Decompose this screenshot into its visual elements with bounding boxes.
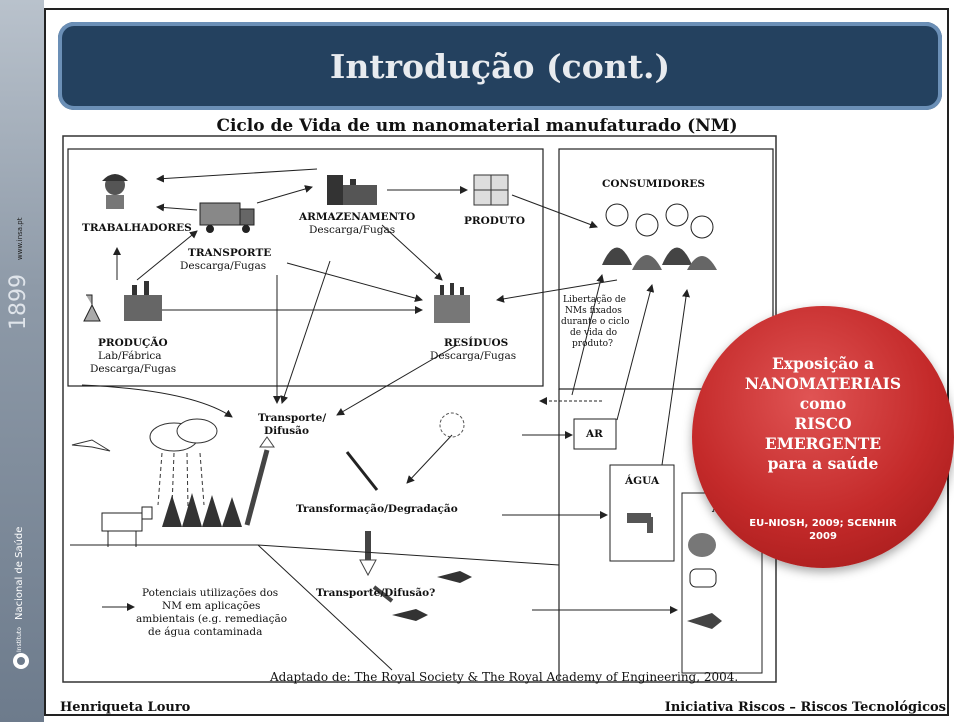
label-transporte-difusao-1: Transporte/ xyxy=(258,412,327,424)
label-libertacao-1: Libertação de xyxy=(563,295,626,305)
label-trabalhadores: TRABALHADORES xyxy=(82,222,192,234)
slide-title: Introdução (cont.) xyxy=(329,46,671,86)
cloud-rain-icon xyxy=(149,418,218,508)
bubble-line-2: NANOMATERIAIS xyxy=(744,374,902,393)
fish-icon xyxy=(437,571,472,583)
faucet-icon xyxy=(627,513,653,533)
food-icons xyxy=(687,533,722,629)
consumers-people-icon xyxy=(602,203,717,270)
slide-frame xyxy=(44,8,949,716)
diagram-graphics xyxy=(62,135,777,683)
label-transporte: TRANSPORTE xyxy=(188,247,272,259)
life-cycle-diagram: TRABALHADORES TRANSPORTE Descarga/Fugas … xyxy=(62,135,777,683)
label-producao-l3: Descarga/Fugas xyxy=(90,363,177,375)
label-transporte-difusao-q: Transporte/Difusão? xyxy=(316,587,436,599)
sidebar-year: 1899 xyxy=(6,274,31,330)
ar-box xyxy=(573,418,617,450)
institute-logo-icon xyxy=(13,653,29,669)
label-potenciais-3: ambientais (e.g. remediação xyxy=(136,613,288,625)
label-libertacao-3: durante o ciclo xyxy=(561,317,630,327)
label-potenciais-2: NM em aplicações xyxy=(162,600,261,612)
sidebar-institute-prefix: Instituto xyxy=(16,627,23,652)
label-producao-l2: Lab/Fábrica xyxy=(98,350,162,362)
bubble-main-text: Exposição a NANOMATERIAIS como RISCO EME… xyxy=(692,354,954,474)
consumers-box xyxy=(558,148,774,390)
bubble-line-4: RISCO xyxy=(794,414,852,433)
label-potenciais-1: Potenciais utilizações dos xyxy=(142,587,279,599)
label-ar: AR xyxy=(586,428,603,440)
label-consumidores: CONSUMIDORES xyxy=(602,178,705,190)
label-transformacao: Transformação/Degradação xyxy=(296,503,458,515)
label-producao: PRODUÇÃO xyxy=(98,337,168,349)
trees-icon xyxy=(162,493,242,527)
sidebar-institute-name: Nacional de Saúde xyxy=(14,526,25,620)
label-libertacao-4: de vida do xyxy=(570,328,618,338)
emerging-risk-bubble: Exposição a NANOMATERIAIS como RISCO EME… xyxy=(692,306,954,568)
title-bar: Introdução (cont.) xyxy=(58,22,942,110)
bubble-line-1: Exposição a xyxy=(771,354,875,373)
label-produto: PRODUTO xyxy=(464,215,525,227)
cow-icon xyxy=(101,506,153,547)
label-residuos-sub: Descarga/Fugas xyxy=(430,350,517,362)
label-libertacao-5: produto? xyxy=(572,339,613,349)
bubble-ref-2: 2009 xyxy=(809,531,837,542)
product-box-icon xyxy=(473,174,509,206)
diagram-subtitle: Ciclo de Vida de um nanomaterial manufat… xyxy=(216,116,738,136)
bubble-line-6: para a saúde xyxy=(767,454,879,473)
truck-icon xyxy=(199,202,255,233)
label-transporte-sub: Descarga/Fugas xyxy=(180,260,267,272)
production-box xyxy=(67,148,544,387)
bird-icon xyxy=(71,439,111,452)
worker-icon xyxy=(102,174,128,209)
label-residuos: RESÍDUOS xyxy=(444,337,509,349)
bubble-reference: EU-NIOSH, 2009; SCENHIR 2009 xyxy=(692,517,954,543)
bubble-line-3: como xyxy=(799,394,847,413)
footer-initiative: Iniciativa Riscos – Riscos Tecnológicos xyxy=(664,700,946,715)
label-armazenamento-sub: Descarga/Fugas xyxy=(309,224,396,236)
lab-factory-icon xyxy=(83,281,162,322)
figure-caption: Adaptado de: The Royal Society & The Roy… xyxy=(270,670,739,684)
footer-author: Henriqueta Louro xyxy=(60,700,191,715)
label-transporte-difusao-2: Difusão xyxy=(264,425,309,437)
sidebar-url: www.insa.pt xyxy=(16,217,24,261)
fish-icon xyxy=(392,609,428,621)
label-agua: ÁGUA xyxy=(625,475,660,487)
label-libertacao-2: NMs fixados xyxy=(565,306,622,316)
sidebar-strip: 1899 www.insa.pt Nacional de Saúde Insti… xyxy=(0,0,44,722)
label-potenciais-4: de água contaminada xyxy=(148,626,263,638)
warehouse-icon xyxy=(327,175,377,205)
waste-icon xyxy=(434,283,470,323)
bubble-ref-1: EU-NIOSH, 2009; SCENHIR xyxy=(749,518,897,529)
bubble-line-5: EMERGENTE xyxy=(764,434,882,453)
label-armazenamento: ARMAZENAMENTO xyxy=(299,211,416,223)
sun-icon xyxy=(439,412,465,438)
